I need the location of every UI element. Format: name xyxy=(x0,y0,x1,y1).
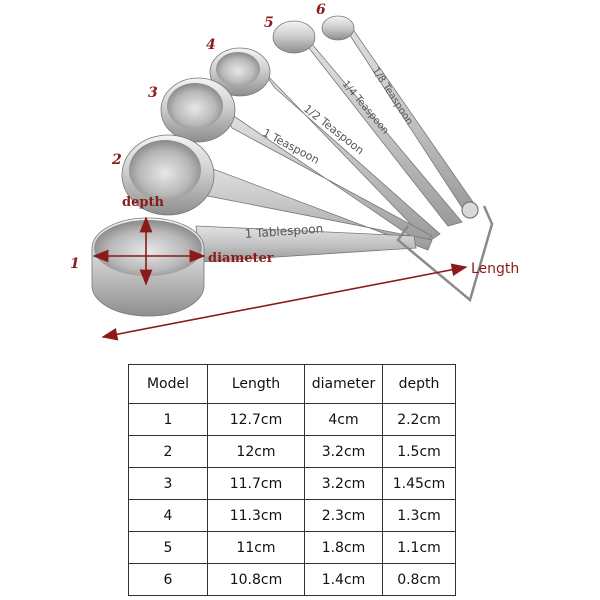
cell-diameter: 4cm xyxy=(304,403,383,436)
cell-model: 3 xyxy=(128,467,208,500)
cell-model: 4 xyxy=(128,499,208,532)
spoon-number-4: 4 xyxy=(206,37,216,53)
cell-diameter: 3.2cm xyxy=(304,467,383,500)
spoon-6 xyxy=(321,15,476,213)
cell-diameter: 2.3cm xyxy=(304,499,383,532)
table-row: 3 11.7cm 3.2cm 1.45cm xyxy=(128,467,456,500)
length-arrow xyxy=(101,263,468,341)
spoon-number-1: 1 xyxy=(70,256,80,272)
cell-model: 2 xyxy=(128,435,208,468)
cell-length: 11cm xyxy=(207,531,305,564)
spoon-5-bowl xyxy=(272,20,316,54)
spoon-2 xyxy=(121,134,433,251)
cell-depth: 1.1cm xyxy=(382,531,456,564)
table-row: 6 10.8cm 1.4cm 0.8cm xyxy=(128,563,456,596)
table-row: 5 11cm 1.8cm 1.1cm xyxy=(128,531,456,564)
cell-depth: 2.2cm xyxy=(382,403,456,436)
spoon-number-5: 5 xyxy=(264,15,274,31)
cell-model: 6 xyxy=(128,563,208,596)
spoon-6-bowl xyxy=(321,15,355,41)
spoon-2-bowl-inner xyxy=(129,140,201,200)
spoon-ring xyxy=(396,201,494,303)
cell-depth: 1.5cm xyxy=(382,435,456,468)
spoon-5 xyxy=(272,20,463,227)
cell-depth: 1.3cm xyxy=(382,499,456,532)
spoon-number-2: 2 xyxy=(111,152,122,168)
spoon-1-bowl-inner xyxy=(94,220,202,276)
table-row: 2 12cm 3.2cm 1.5cm xyxy=(128,435,456,468)
spoon-4 xyxy=(209,47,441,243)
spoon-3 xyxy=(160,77,433,245)
table-header-row: Model Length diameter depth xyxy=(128,364,456,404)
spoon-3-bowl-inner xyxy=(167,83,223,129)
table-row: 1 12.7cm 4cm 2.2cm xyxy=(128,403,456,436)
cell-length: 11.3cm xyxy=(207,499,305,532)
size-specification-table: Model Length diameter depth 1 12.7cm 4cm… xyxy=(128,364,456,596)
cell-diameter: 3.2cm xyxy=(304,435,383,468)
cell-depth: 0.8cm xyxy=(382,563,456,596)
cell-length: 10.8cm xyxy=(207,563,305,596)
cell-model: 5 xyxy=(128,531,208,564)
engraving-1-tablespoon: 1 Tablespoon xyxy=(244,222,323,241)
cell-diameter: 1.4cm xyxy=(304,563,383,596)
cell-length: 12cm xyxy=(207,435,305,468)
spoon-4-bowl-inner xyxy=(216,52,260,86)
spoon-number-6: 6 xyxy=(316,2,326,18)
cell-length: 11.7cm xyxy=(207,467,305,500)
diameter-label: diameter xyxy=(208,251,274,266)
measuring-spoons-illustration: 1 Tablespoon 1/2 Teaspoon 1 Teaspoon 1/4… xyxy=(70,2,519,341)
cell-length: 12.7cm xyxy=(207,403,305,436)
cell-depth: 1.45cm xyxy=(382,467,456,500)
table-row: 4 11.3cm 2.3cm 1.3cm xyxy=(128,499,456,532)
header-depth: depth xyxy=(382,364,456,404)
depth-label: depth xyxy=(122,195,164,210)
header-length: Length xyxy=(207,364,305,404)
cell-diameter: 1.8cm xyxy=(304,531,383,564)
spoon-4-handle xyxy=(261,69,441,243)
length-label: Length xyxy=(471,261,519,277)
cell-model: 1 xyxy=(128,403,208,436)
spoon-number-3: 3 xyxy=(148,85,158,101)
header-diameter: diameter xyxy=(304,364,383,404)
header-model: Model xyxy=(128,364,208,404)
